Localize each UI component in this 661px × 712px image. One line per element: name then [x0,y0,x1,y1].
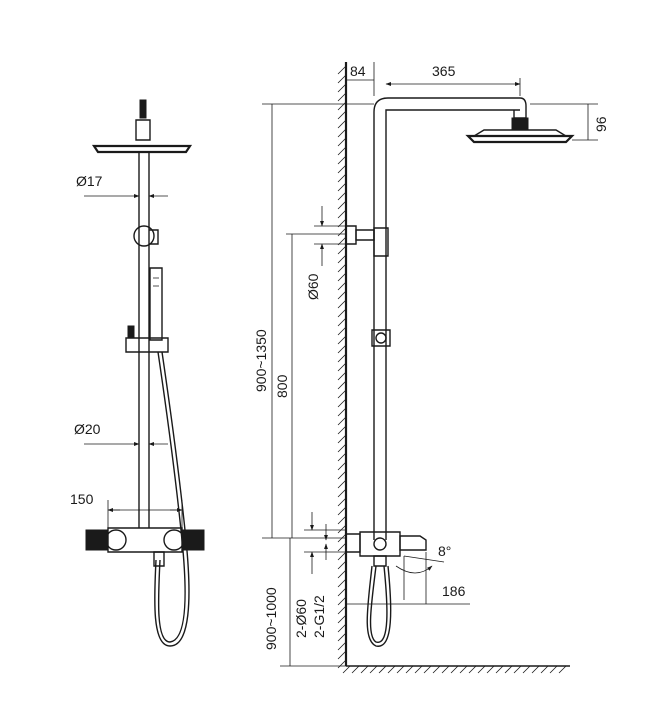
side-view: 84 365 96 900~1350 800 Ø60 2-Ø60 2-G [253,62,609,674]
shower-head-plate [91,144,193,154]
arm-end-bend [513,97,527,119]
dim-height-900-1350: 900~1350 [253,329,269,392]
slider-knob [127,325,135,339]
dim-height-96: 96 [593,116,609,132]
wall-hatching [337,65,347,669]
dim-holes-2-diameter-60: 2-Ø60 [293,599,309,638]
dim-height-900-1000: 900~1000 [263,587,279,650]
shower-hose [157,351,186,643]
bath-spout [399,535,427,551]
side-shower-head-connector [511,117,529,131]
side-shower-hose [369,565,388,643]
dim-offset-84: 84 [350,63,366,79]
mixer-body [107,527,183,553]
slider-bracket [125,337,169,353]
dim-diameter-17: Ø17 [76,173,103,189]
head-arm-joint [135,119,151,141]
dim-bracket-diameter-60: Ø60 [305,273,321,300]
column-front-edge [385,109,520,540]
side-mixer-outlet [373,555,387,567]
side-shower-head [465,134,575,144]
dim-diameter-20: Ø20 [74,421,101,437]
dim-arm-365: 365 [432,63,456,79]
column-rear-edge [373,97,520,540]
upper-wall-bracket [345,225,357,245]
front-view: Ø17 Ø20 150 [70,99,205,647]
dim-angle-8: 8° [438,543,451,559]
hand-shower [149,267,163,341]
dim-thread-2-g1-2: 2-G1/2 [311,595,327,638]
mixer-left-handle [85,529,109,551]
dim-spout-186: 186 [442,583,466,599]
side-mixer-bracket [345,533,361,553]
dim-spacing-800: 800 [274,374,290,398]
mixer-right-handle [181,529,205,551]
diverter-lever [149,229,159,245]
mixer-outlet [153,551,165,567]
mixer-right-knob [163,529,185,551]
side-mixer-body [359,531,401,557]
mixer-left-knob [105,529,127,551]
dim-width-150: 150 [70,491,94,507]
side-slider [371,329,391,347]
floor-hatching [342,665,567,674]
diverter-knob [133,225,155,247]
top-finial [139,99,147,119]
